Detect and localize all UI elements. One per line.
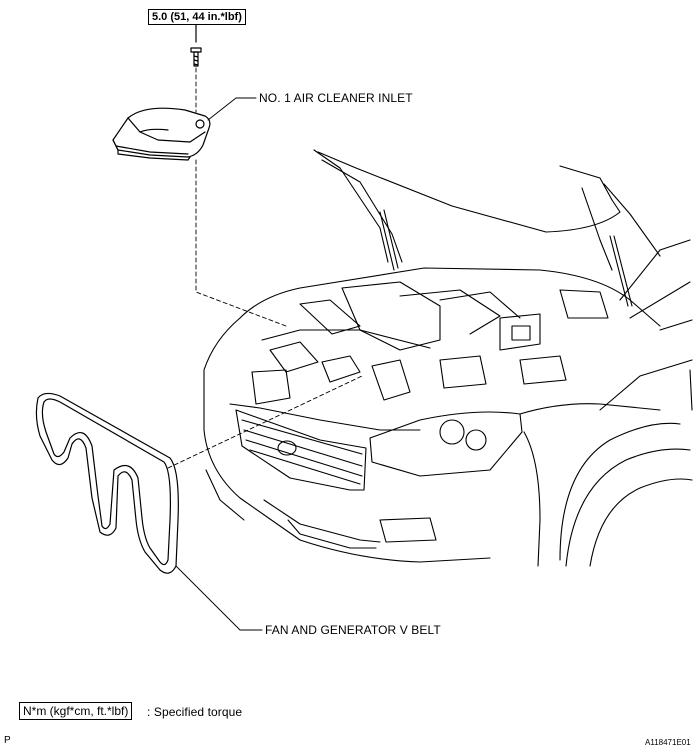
legend-units-box: N*m (kgf*cm, ft.*lbf) xyxy=(19,702,133,720)
v-belt xyxy=(35,392,179,574)
torque-callout-box: 5.0 (51, 44 in.*lbf) xyxy=(148,9,246,25)
bolt xyxy=(190,23,202,67)
car-body xyxy=(203,149,693,567)
label-air-cleaner-inlet: NO. 1 AIR CLEANER INLET xyxy=(259,91,413,105)
figure-id: A118471E01 xyxy=(645,738,691,747)
legend-description: : Specified torque xyxy=(147,705,243,719)
footer-left-code: P xyxy=(4,735,11,746)
dash-guide-lines xyxy=(167,67,363,469)
leader-lines xyxy=(175,97,263,631)
air-cleaner-inlet-part xyxy=(112,107,211,161)
label-v-belt: FAN AND GENERATOR V BELT xyxy=(265,623,441,637)
